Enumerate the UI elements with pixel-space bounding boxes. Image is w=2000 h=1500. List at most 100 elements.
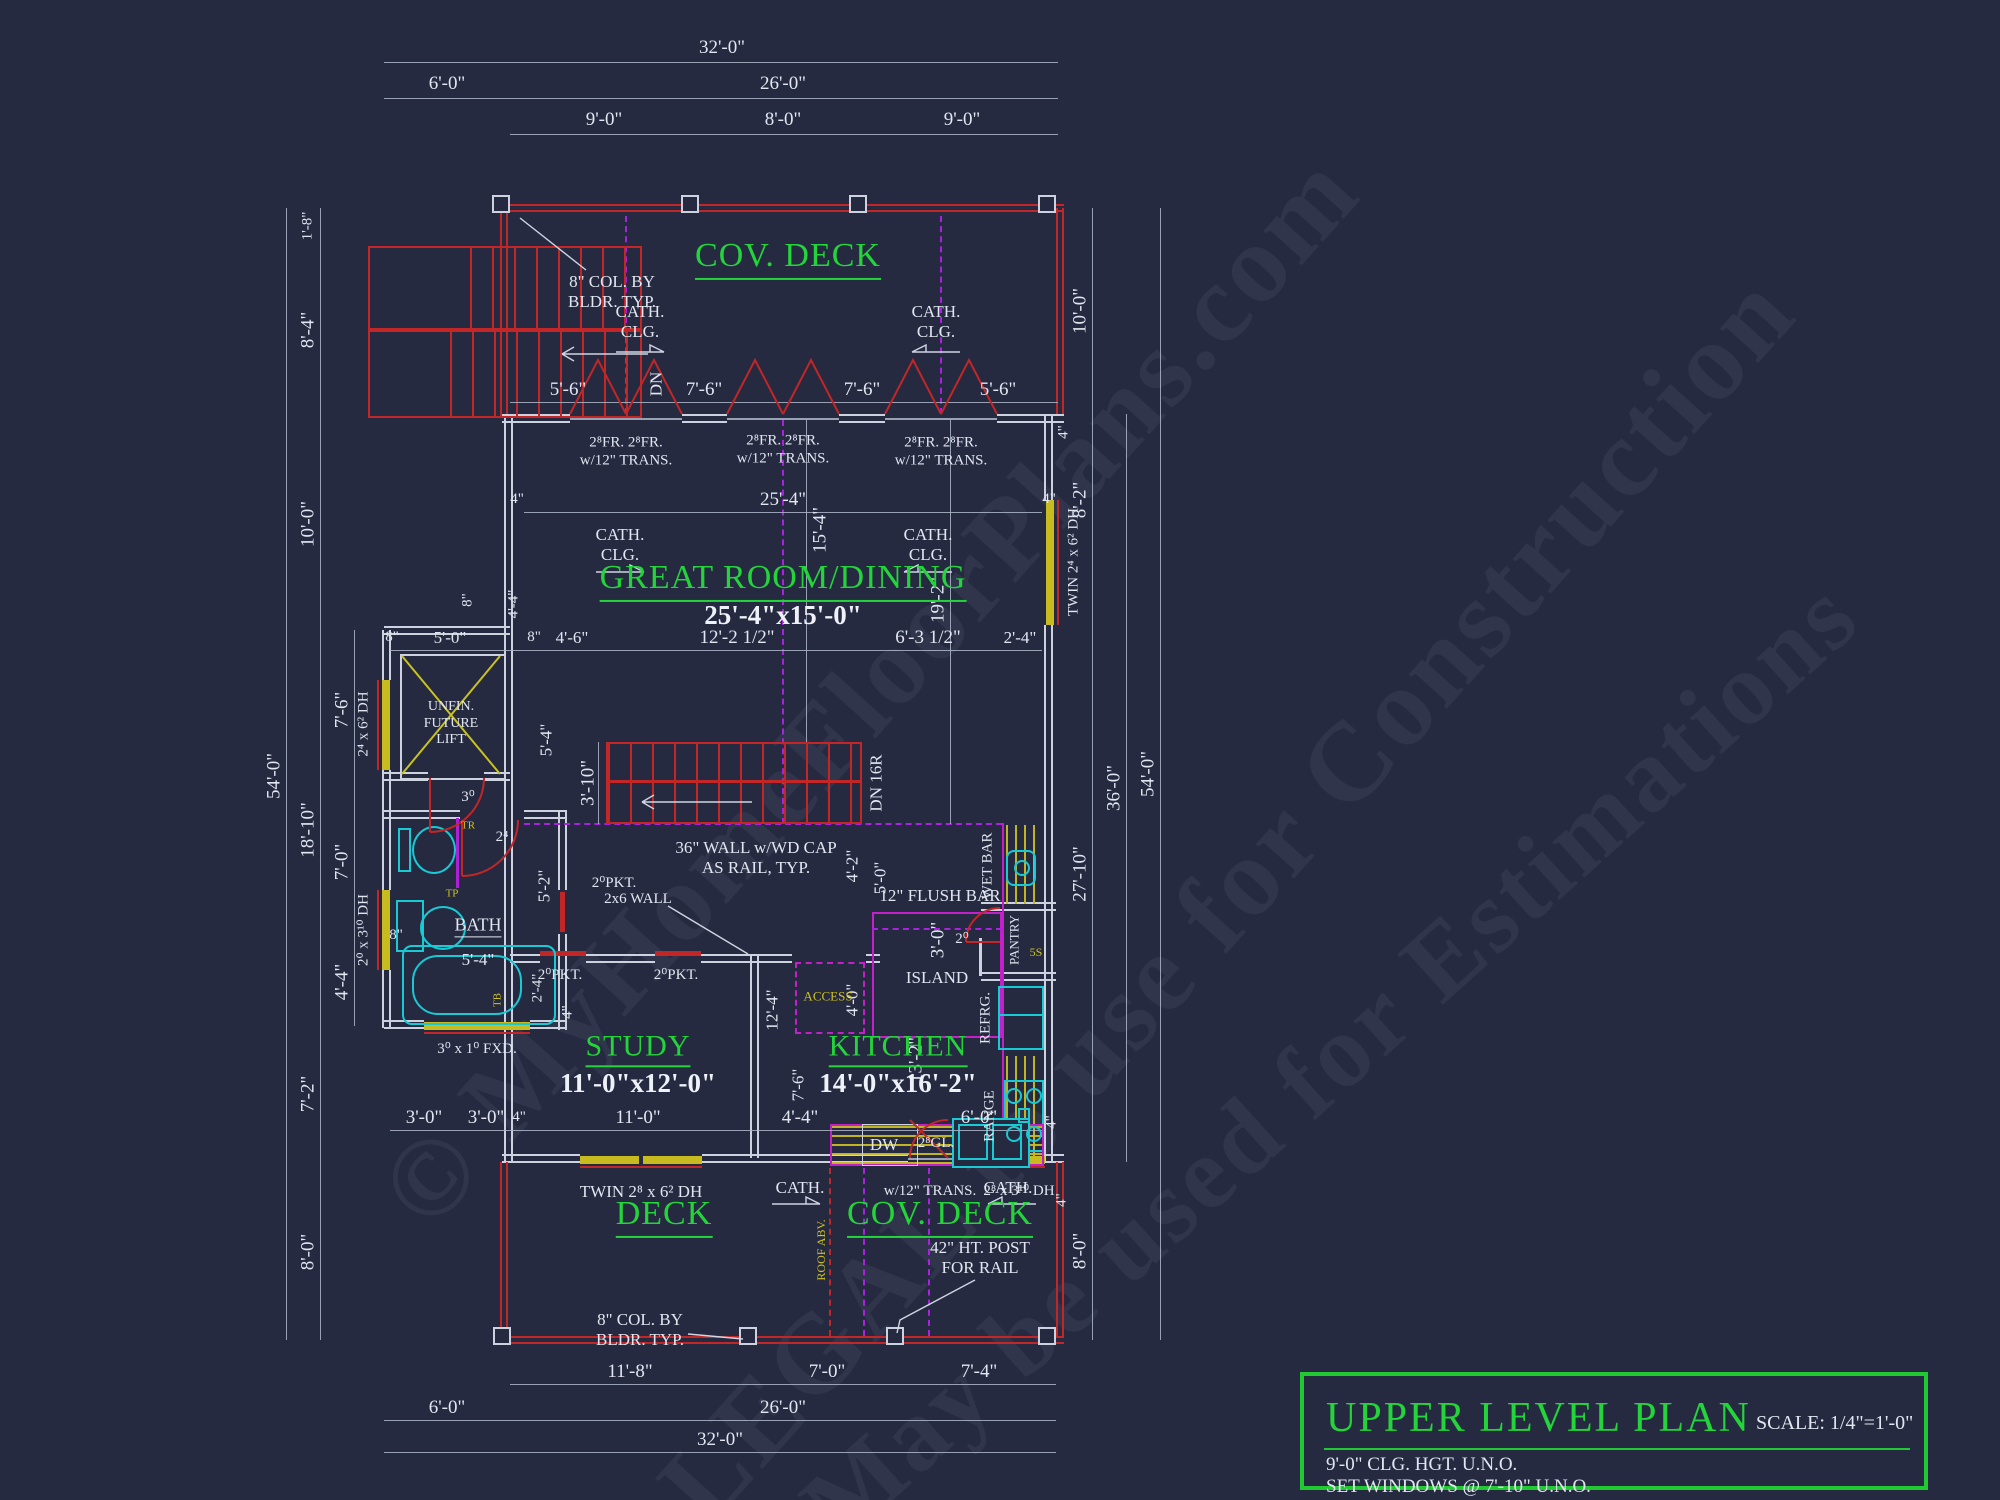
dim-interior-width: 25'-4" — [759, 488, 807, 510]
kitchen-sink-basin — [958, 1124, 988, 1160]
dim-left: 7'-6" — [331, 691, 353, 729]
pocket-door-leaf — [560, 892, 565, 932]
dim-bottom: 32'-0" — [696, 1428, 744, 1450]
wall-deck-north — [502, 204, 1064, 212]
stair-rail — [370, 328, 640, 332]
dim-right: 10'-0" — [1069, 287, 1091, 335]
wall-study-north — [701, 954, 792, 963]
dim-wall: 4" — [510, 491, 524, 508]
note-cath: CATH. — [983, 1177, 1033, 1197]
dim-wall: 4" — [1042, 491, 1056, 508]
dim-kitchen: 4'-2" — [842, 849, 862, 883]
flush-bar-line — [872, 928, 1002, 930]
dim-line — [384, 98, 1058, 99]
room-study-size: 11'-0"x12'-0" — [560, 1068, 716, 1099]
ridge-line — [782, 420, 784, 824]
ceiling-break-line — [863, 1168, 865, 1336]
dim-line — [806, 420, 807, 742]
window-label: 2⁸ x 3¹⁰ DH — [983, 1183, 1055, 1200]
dim-kitchen: 12'-4" — [762, 989, 782, 1031]
note-island: ISLAND — [905, 967, 969, 987]
dim-kitchen: 4'-4" — [781, 1106, 819, 1128]
dim-right: 36'-0" — [1103, 764, 1125, 812]
note-rail-post: 42" HT. POST FOR RAIL — [930, 1237, 1030, 1277]
dim-overall-depth: 54'-0" — [263, 752, 285, 800]
interior-stair — [606, 742, 862, 824]
note-column: 8" COL. BY BLDR. TYP. — [595, 1309, 685, 1349]
door-sill — [885, 418, 997, 420]
wall-deck-west — [500, 1162, 508, 1338]
dim-lift: 5'-0" — [433, 627, 467, 647]
pocket-door-leaf — [655, 951, 701, 956]
window-sill-red — [580, 1166, 702, 1168]
wall-segment — [997, 414, 1064, 423]
dim-left: 7'-2" — [297, 1075, 319, 1113]
dim-kitchen: 6'-0" — [960, 1106, 998, 1128]
door-label: 2⁰ — [955, 931, 969, 948]
window-sill-red — [377, 890, 379, 970]
dim-line — [510, 134, 1058, 135]
wall-south — [1045, 1154, 1064, 1163]
dim-bottom: 6'-0" — [428, 1396, 466, 1418]
room-cov-deck-top: COV. DECK — [695, 236, 881, 281]
door-label: 2⁴ — [495, 829, 509, 846]
dim-bay: 3'-0" — [405, 1106, 443, 1128]
wall-bay-west — [382, 630, 391, 680]
dim-line — [354, 630, 355, 1026]
column — [886, 1327, 904, 1345]
dim-stair-width: 3'-10" — [577, 759, 599, 807]
note-dn: DN — [646, 371, 666, 397]
wall-study-east — [750, 954, 759, 1158]
ceiling-break-line — [940, 216, 942, 414]
note-pocket-door: 2⁰PKT. — [537, 967, 583, 984]
dim-col-spacing: 9'-0" — [585, 108, 623, 130]
dim-line — [1126, 414, 1127, 1162]
dim-tub: 5'-4" — [461, 949, 495, 969]
dim-bath: 8" — [389, 927, 403, 944]
dim-col-spacing: 9'-0" — [943, 108, 981, 130]
dim-left: 7'-0" — [331, 843, 353, 881]
dim-left: 18'-10" — [297, 802, 319, 858]
note-cath-clg: CATH. CLG. — [911, 301, 961, 341]
wall-south — [702, 1154, 908, 1163]
counter-edge — [1002, 823, 1004, 1160]
window-mullion — [639, 1156, 643, 1164]
column — [739, 1327, 757, 1345]
note-flush-bar: 12" FLUSH BAR — [879, 885, 1001, 905]
open-below-line — [524, 823, 1002, 825]
dim-wall: 8" — [385, 629, 399, 646]
note-range: RANGE — [981, 1090, 998, 1142]
note-column: 8" COL. BY BLDR. TYP. — [567, 271, 657, 311]
window-twin-dh-east — [1046, 500, 1054, 625]
roof-above-line — [829, 1168, 831, 1336]
note-transom: w/12" TRANS. — [883, 1183, 977, 1200]
note-toilet-paper: TP — [445, 887, 459, 900]
note-future-lift: UNFIN. FUTURE LIFT — [423, 699, 479, 748]
wall-study-north — [586, 954, 655, 963]
plan-note-windows: SET WINDOWS @ 7'-10" U.N.O. — [1326, 1476, 1591, 1497]
wall-pantry — [981, 972, 1056, 981]
note-wetbar: WET BAR — [979, 832, 996, 900]
door-label: 3⁰ — [461, 789, 475, 806]
column — [849, 195, 867, 213]
dim-main-width: 26'-0" — [759, 72, 807, 94]
note-towel-bar: TB — [491, 992, 504, 1008]
note-cath-clg: CATH. CLG. — [615, 301, 665, 341]
wall-main-east — [1044, 414, 1053, 500]
note-pantry: PANTRY — [1006, 914, 1022, 966]
bathtub — [402, 945, 556, 1025]
island — [872, 912, 1002, 1038]
exterior-stair — [368, 246, 642, 418]
dim-wall: 4" — [1043, 1115, 1060, 1129]
sink-basin — [420, 906, 466, 950]
note-cath-clg: CATH. CLG. — [903, 524, 953, 564]
door-label: 2⁸GL. — [917, 1135, 955, 1152]
dim-bottom: 11'-8" — [607, 1360, 653, 1382]
dim-bottom: 26'-0" — [759, 1396, 807, 1418]
column — [681, 195, 699, 213]
plan-scale: SCALE: 1/4"=1'-0" — [1756, 1412, 1914, 1434]
dim-greatroom: 6'-3 1/2" — [895, 626, 961, 648]
dim-left: 4'-4" — [331, 963, 353, 1001]
dim-line — [510, 402, 1058, 403]
